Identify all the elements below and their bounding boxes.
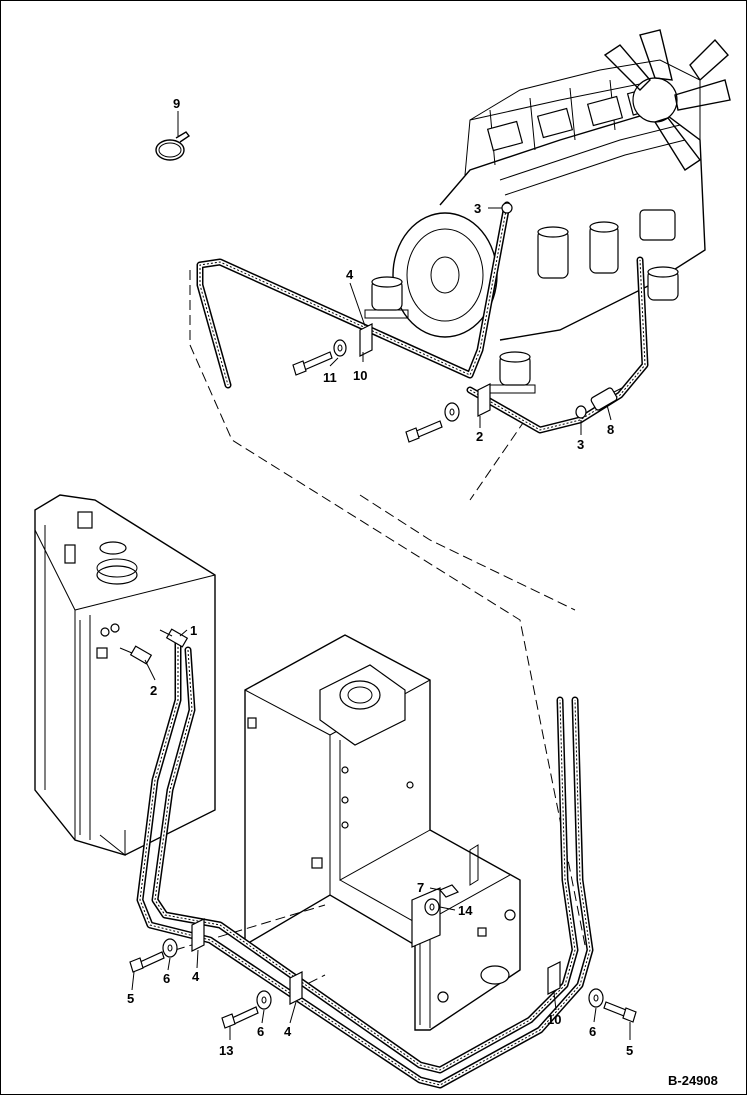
- callout-6-left: 6: [163, 971, 170, 986]
- callout-2-lower: 2: [150, 683, 157, 698]
- fuel-hoses: [136, 201, 649, 1089]
- callout-1: 1: [190, 623, 197, 638]
- callout-6-center: 6: [257, 1024, 264, 1039]
- callout-3-upper: 3: [474, 201, 481, 216]
- callout-8: 8: [607, 422, 614, 437]
- washer-6-left: [162, 938, 178, 958]
- engine-mount-left: [364, 276, 409, 319]
- callout-10-upper: 10: [353, 368, 367, 383]
- clip-4-left: [191, 918, 205, 952]
- callout-14: 14: [458, 903, 473, 918]
- drawing-reference-number: B-24908: [668, 1073, 718, 1088]
- washer-6-center: [256, 990, 272, 1010]
- clip-4-center: [289, 971, 303, 1005]
- engine-assembly: [364, 29, 731, 394]
- callout-6-right: 6: [589, 1024, 596, 1039]
- callout-11: 11: [323, 370, 337, 385]
- bolt-13: [221, 1006, 259, 1029]
- washer-14: [424, 898, 440, 916]
- callout-13: 13: [219, 1043, 233, 1058]
- callout-3-lower: 3: [577, 437, 584, 452]
- bolt-5-right: [603, 1001, 637, 1023]
- washer-lower: [444, 402, 460, 422]
- callout-4-upper: 4: [346, 267, 354, 282]
- callout-5-right: 5: [626, 1043, 633, 1058]
- washer-6-right: [588, 988, 604, 1008]
- bolt-5-left: [129, 951, 165, 973]
- leader-lines: [131, 111, 631, 1040]
- hose-clamp-icon: [155, 131, 191, 161]
- callout-10-right: 10: [547, 1012, 561, 1027]
- callout-4-left: 4: [192, 969, 200, 984]
- callout-2-upper: 2: [476, 429, 483, 444]
- clip-upper-4: [359, 323, 373, 357]
- hose-fittings: [119, 202, 623, 665]
- nut-7: [439, 884, 459, 898]
- clip-lower-2: [477, 383, 491, 417]
- clip-10-right: [547, 961, 561, 995]
- bolt-11: [292, 351, 333, 376]
- callout-5-left: 5: [127, 991, 134, 1006]
- callout-4-center: 4: [284, 1024, 292, 1039]
- fuel-tank: [34, 494, 216, 857]
- callout-labels: 9 3 4 11 10 2 3 8 1 2 7 14 5 6 4 13 6 4 …: [127, 96, 633, 1058]
- engine-mount-center: [489, 351, 536, 394]
- engine-mount-right: [647, 266, 679, 301]
- callout-7: 7: [417, 880, 424, 895]
- callout-9: 9: [173, 96, 180, 111]
- bolt-lower-left: [405, 420, 443, 443]
- fan: [603, 29, 731, 171]
- washer-upper: [333, 339, 347, 357]
